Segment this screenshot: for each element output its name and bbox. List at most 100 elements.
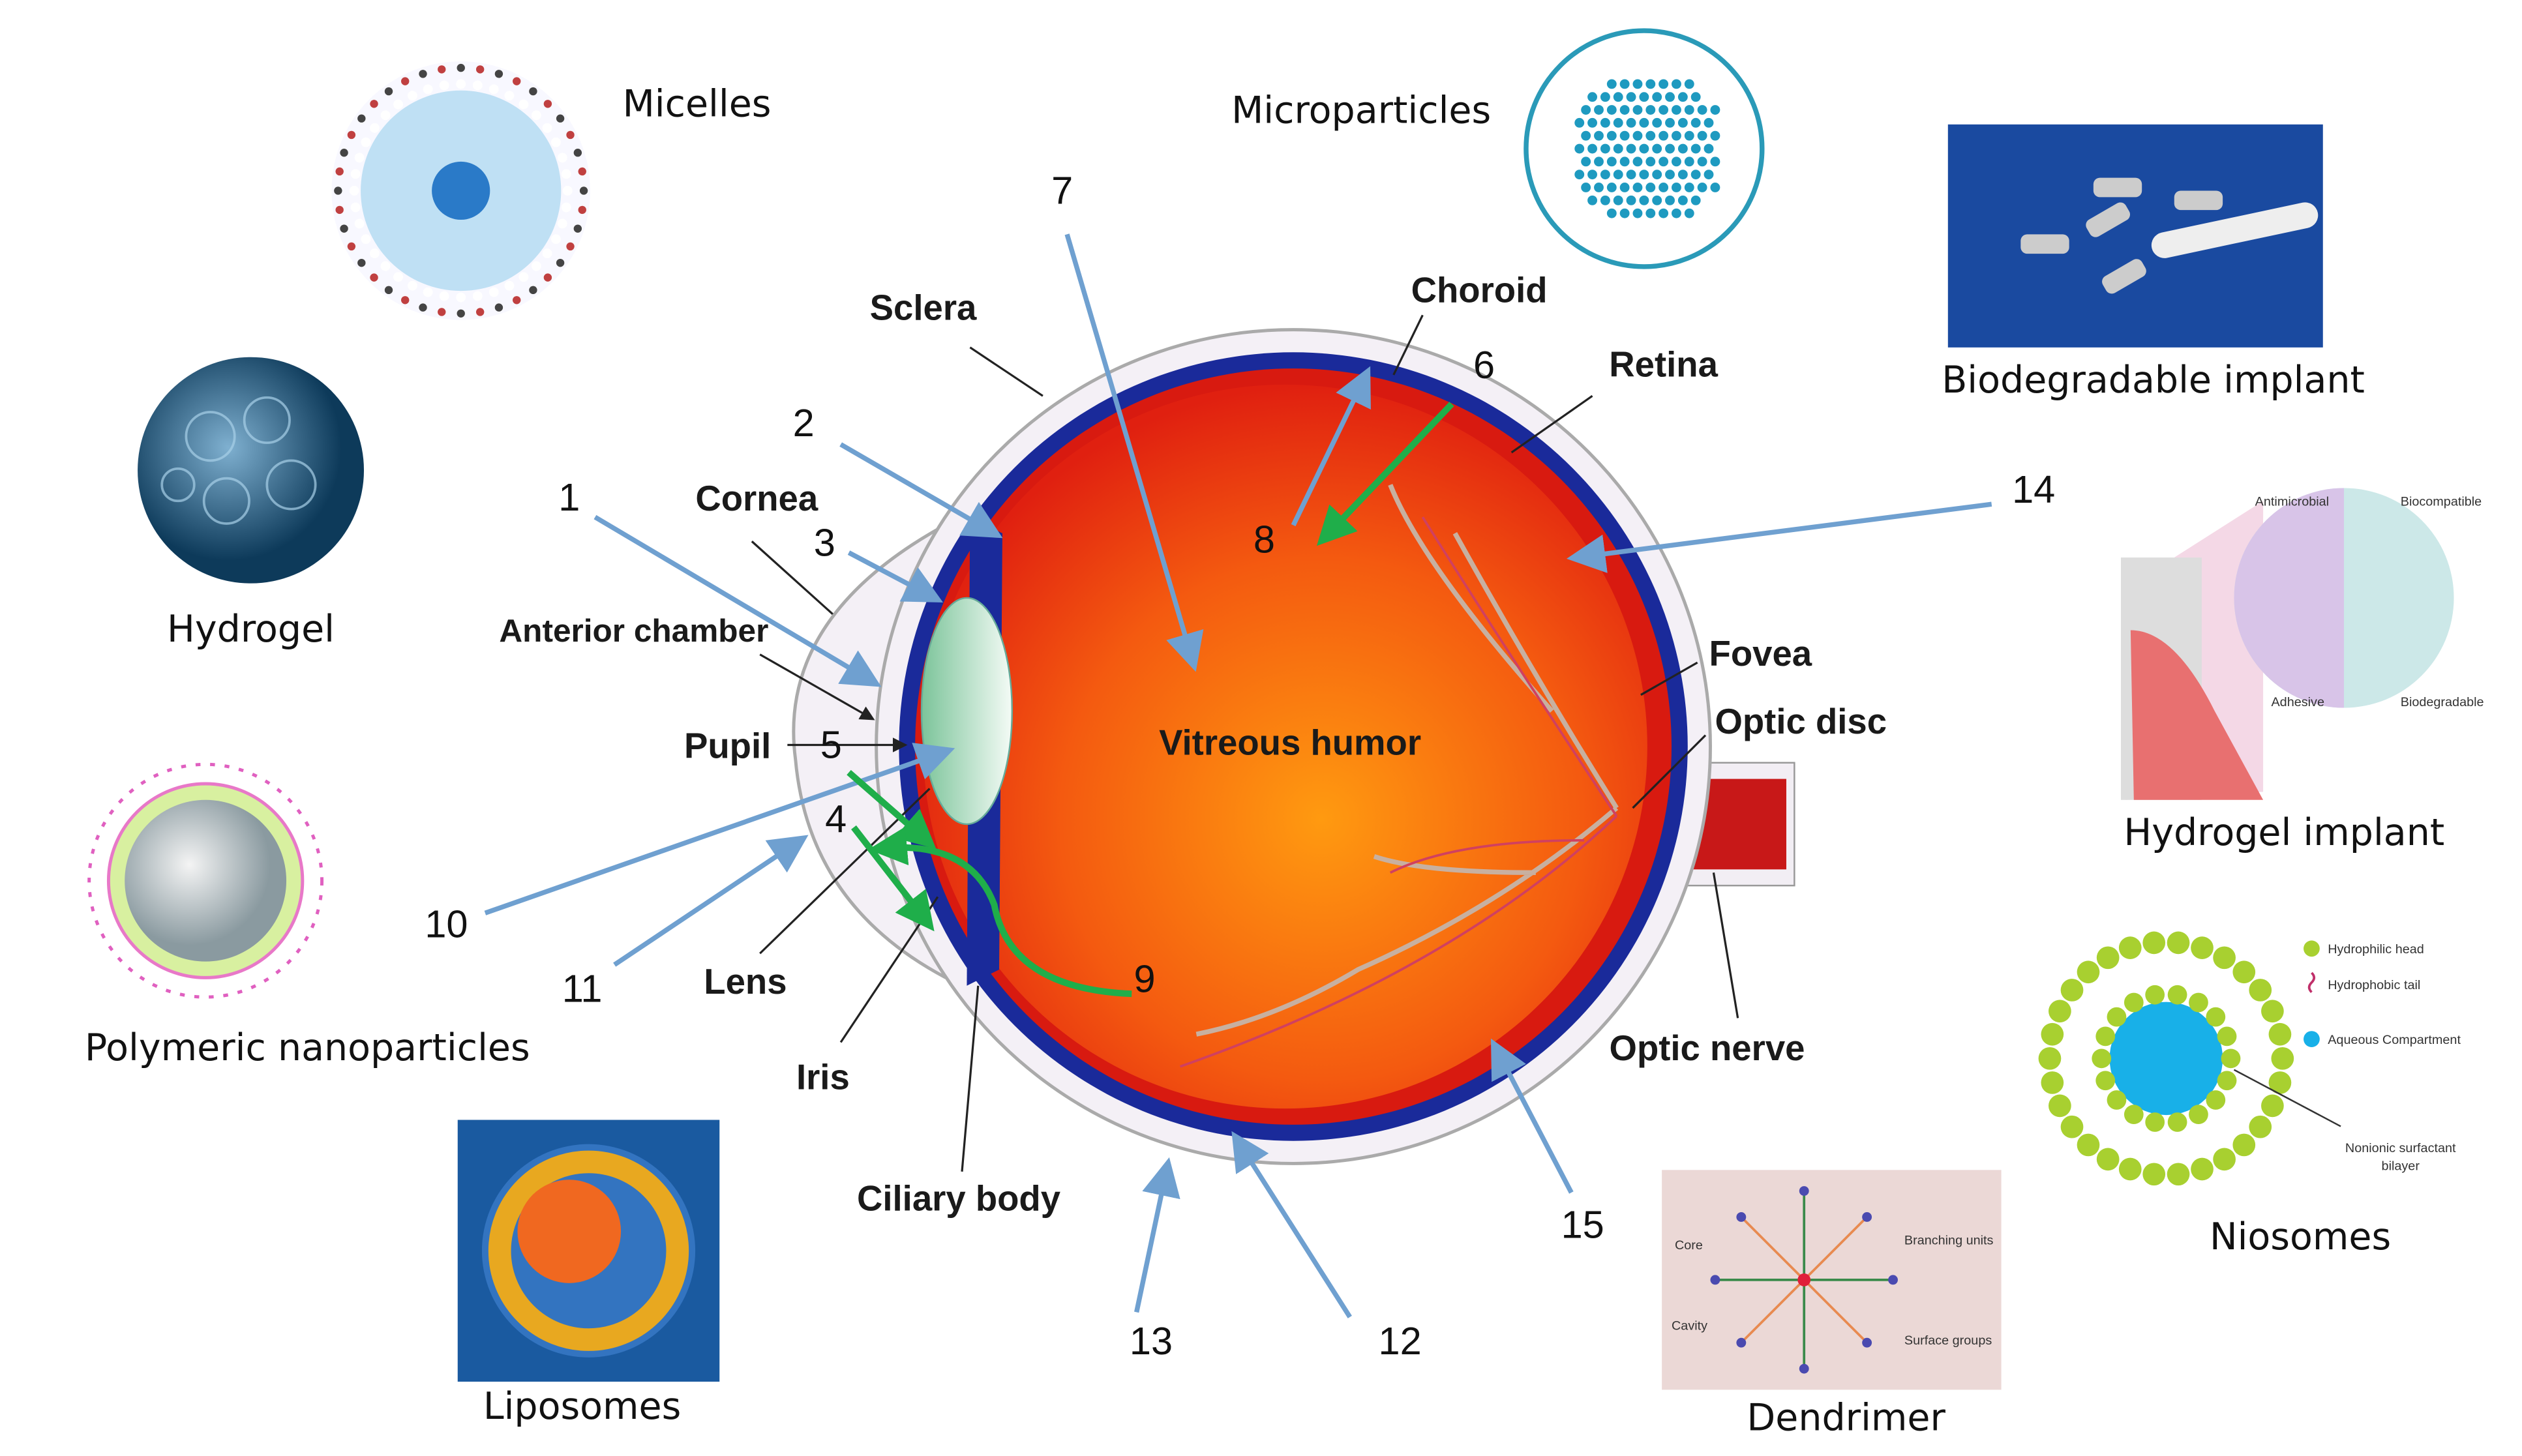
decorative-dot xyxy=(2096,1148,2120,1171)
decorative-dot xyxy=(438,65,446,74)
decorative-dot xyxy=(1626,117,1636,128)
decorative-dot xyxy=(475,308,485,316)
decorative-dot xyxy=(1665,92,1675,102)
decorative-dot xyxy=(1581,105,1591,115)
caption-hydrogel-implant: Hydrogel implant xyxy=(2124,811,2444,854)
tag-adhesive: Adhesive xyxy=(2271,695,2324,709)
decorative-dot xyxy=(1672,105,1681,115)
decorative-dot xyxy=(1677,92,1688,102)
decorative-dot xyxy=(551,234,561,245)
decorative-dot xyxy=(380,261,391,271)
route-9: 9 xyxy=(1134,957,1156,1001)
decorative-dot xyxy=(1639,92,1649,102)
decorative-dot xyxy=(408,91,417,101)
decorative-dot xyxy=(1684,130,1694,141)
decorative-dot xyxy=(1639,143,1649,154)
decorative-dot xyxy=(1672,130,1681,141)
route-3: 3 xyxy=(814,521,835,565)
label-fovea: Fovea xyxy=(1709,634,1812,674)
lens-shape xyxy=(920,597,1013,825)
decorative-dot xyxy=(1645,130,1656,141)
decorative-dot xyxy=(2189,992,2208,1013)
decorative-dot xyxy=(1736,1337,1747,1348)
decorative-dot xyxy=(1613,92,1623,102)
decorative-dot xyxy=(494,303,503,312)
tag-biodegradable: Biodegradable xyxy=(2401,695,2484,709)
decorative-dot xyxy=(401,77,410,85)
label-vitreous-humor: Vitreous humor xyxy=(1159,722,1421,762)
decorative-dot xyxy=(542,248,552,259)
decorative-dot xyxy=(1888,1275,1898,1285)
label-branching-units: Branching units xyxy=(1904,1233,1994,1247)
decorative-dot xyxy=(1600,117,1610,128)
decorative-dot xyxy=(1613,143,1623,154)
decorative-dot xyxy=(573,224,582,233)
decorative-dot xyxy=(2217,1071,2237,1091)
decorative-dot xyxy=(1697,183,1707,192)
decorative-dot xyxy=(384,87,393,96)
decorative-dot xyxy=(2077,960,2100,984)
decorative-dot xyxy=(1672,208,1681,218)
caption-biodegradable-implant: Biodegradable implant xyxy=(1942,359,2365,402)
label-cavity: Cavity xyxy=(1672,1319,1707,1333)
decorative-dot xyxy=(1606,105,1617,115)
decorative-dot xyxy=(1606,79,1617,89)
label-pupil: Pupil xyxy=(684,726,771,765)
decorative-dot xyxy=(1736,1212,1747,1222)
hydrogel-illustration xyxy=(138,357,365,584)
decorative-dot xyxy=(1587,170,1597,180)
decorative-dot xyxy=(2167,1112,2187,1132)
decorative-dot xyxy=(423,84,433,95)
decorative-dot xyxy=(347,242,356,251)
dendrimer-branch xyxy=(1803,1216,1868,1281)
decorative-dot xyxy=(369,248,380,259)
decorative-dot xyxy=(361,234,371,245)
label-cornea: Cornea xyxy=(695,479,818,518)
micelles-illustration xyxy=(331,61,590,320)
label-choroid: Choroid xyxy=(1411,270,1548,310)
decorative-dot xyxy=(2206,1007,2226,1027)
decorative-dot xyxy=(1697,130,1707,141)
decorative-dot xyxy=(2092,1048,2112,1069)
decorative-dot xyxy=(557,153,567,163)
decorative-dot xyxy=(1581,183,1591,192)
decorative-dot xyxy=(1574,117,1585,128)
decorative-dot xyxy=(1639,117,1649,128)
liposome-illustration xyxy=(457,1120,720,1382)
decorative-dot xyxy=(488,287,499,297)
decorative-dot xyxy=(2041,1071,2064,1094)
decorative-dot xyxy=(2095,1071,2116,1091)
decorative-dot xyxy=(354,153,365,163)
route-11: 11 xyxy=(562,967,603,1011)
decorative-dot xyxy=(439,80,449,91)
label-bilayer: bilayer xyxy=(2382,1159,2420,1173)
decorative-dot xyxy=(472,80,483,91)
decorative-dot xyxy=(2167,1163,2190,1186)
green-route-arrows xyxy=(847,402,1454,998)
biodegradable-implant-photo xyxy=(1947,124,2323,348)
decorative-dot xyxy=(1862,1337,1872,1348)
decorative-dot xyxy=(1665,195,1675,205)
label-lens: Lens xyxy=(704,962,787,1002)
decorative-dot xyxy=(1632,156,1643,167)
blue-route-arrows xyxy=(484,233,1992,1318)
decorative-dot xyxy=(494,70,503,78)
decorative-dot xyxy=(579,186,588,195)
decorative-dot xyxy=(566,242,575,251)
decorative-dot xyxy=(1613,195,1623,205)
decorative-dot xyxy=(561,202,571,213)
decorative-dot xyxy=(1587,92,1597,102)
decorative-dot xyxy=(1690,117,1701,128)
decorative-dot xyxy=(1613,170,1623,180)
caption-liposomes: Liposomes xyxy=(483,1385,682,1428)
caption-dendrimer: Dendrimer xyxy=(1747,1396,1945,1439)
decorative-dot xyxy=(1645,208,1656,218)
decorative-dot xyxy=(1652,92,1662,102)
decorative-dot xyxy=(1659,208,1669,218)
legend-aqueous-compartment: Aqueous Compartment xyxy=(2328,1033,2461,1047)
decorative-dot xyxy=(439,291,449,301)
dendrimer-branch xyxy=(1740,1279,1805,1344)
decorative-dot xyxy=(556,114,565,123)
decorative-dot xyxy=(556,258,565,267)
